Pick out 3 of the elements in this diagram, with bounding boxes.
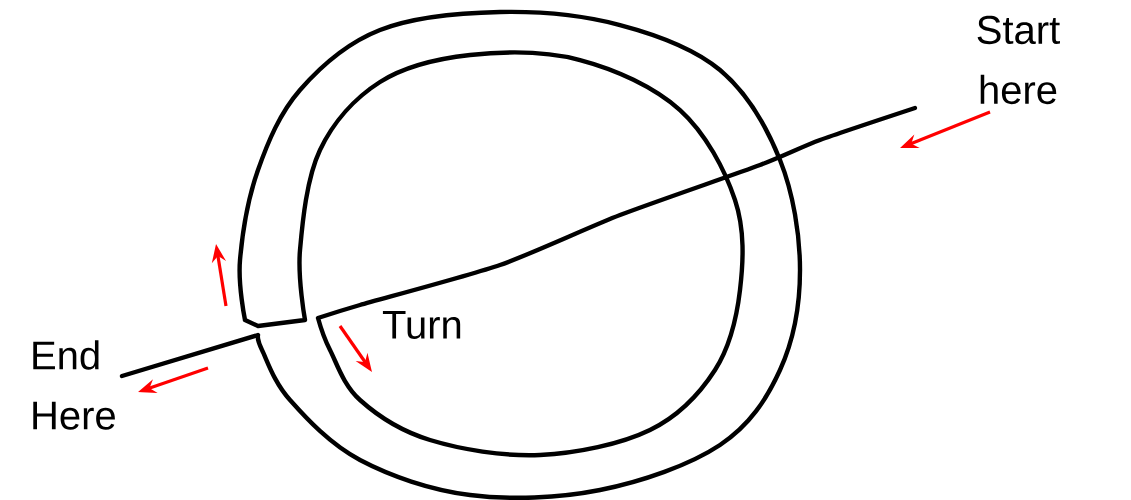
path-label: Turn bbox=[382, 311, 461, 339]
path-label: End Here bbox=[33, 340, 115, 430]
path-label: Start here bbox=[977, 15, 1060, 105]
